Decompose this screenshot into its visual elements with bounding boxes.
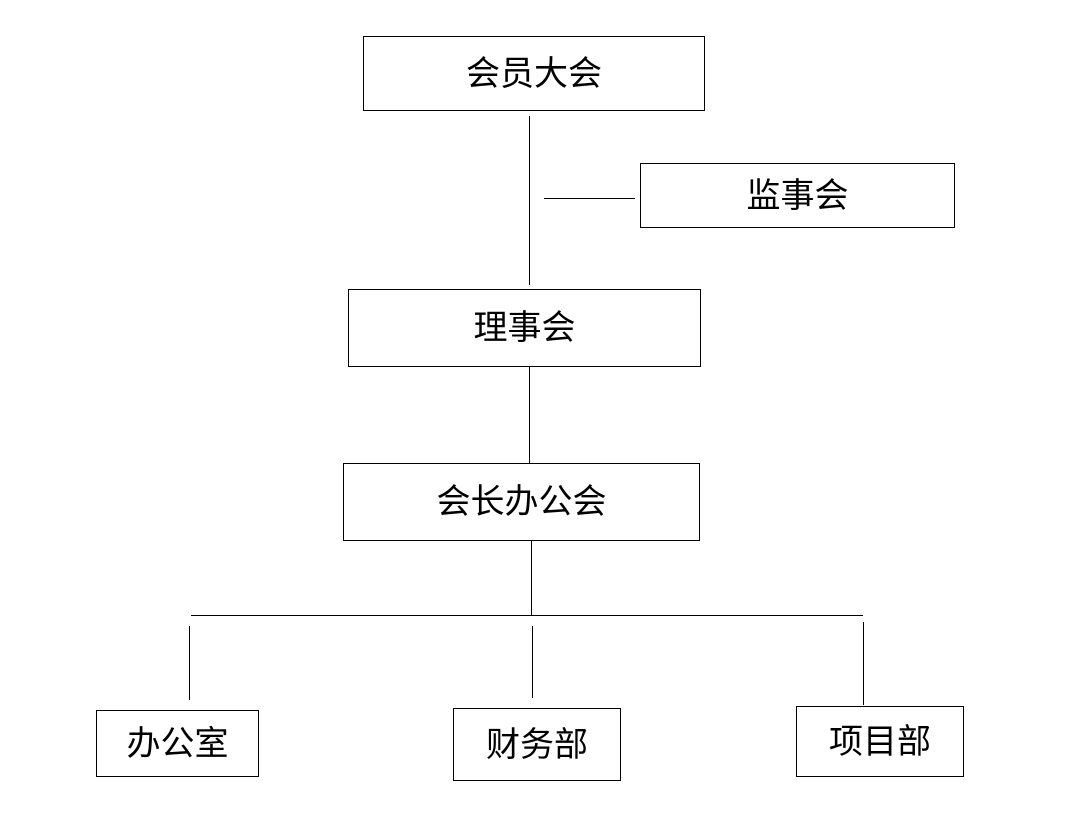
connector-to-project-department — [863, 622, 864, 705]
node-president-office-meeting: 会长办公会 — [343, 463, 700, 541]
node-label: 监事会 — [746, 175, 849, 216]
node-project-department: 项目部 — [796, 706, 964, 777]
node-office: 办公室 — [96, 710, 259, 777]
connector-to-finance-department — [532, 626, 533, 698]
node-general-assembly: 会员大会 — [363, 36, 705, 111]
connector-president-meeting-down — [531, 541, 532, 616]
connector-departments-bar — [191, 615, 863, 616]
connector-to-office — [189, 626, 190, 700]
node-label: 财务部 — [486, 724, 588, 765]
node-label: 办公室 — [126, 723, 229, 764]
node-label: 会长办公会 — [436, 482, 607, 522]
node-label: 项目部 — [829, 721, 931, 762]
node-label: 会员大会 — [466, 53, 602, 94]
node-finance-department: 财务部 — [453, 708, 621, 781]
node-supervisory-board: 监事会 — [640, 163, 955, 228]
connector-to-supervisory-board — [544, 198, 635, 199]
node-label: 理事会 — [473, 308, 576, 348]
connector-council-to-president-meeting — [529, 367, 530, 463]
connector-general-to-council — [529, 116, 530, 285]
node-council: 理事会 — [348, 289, 701, 367]
